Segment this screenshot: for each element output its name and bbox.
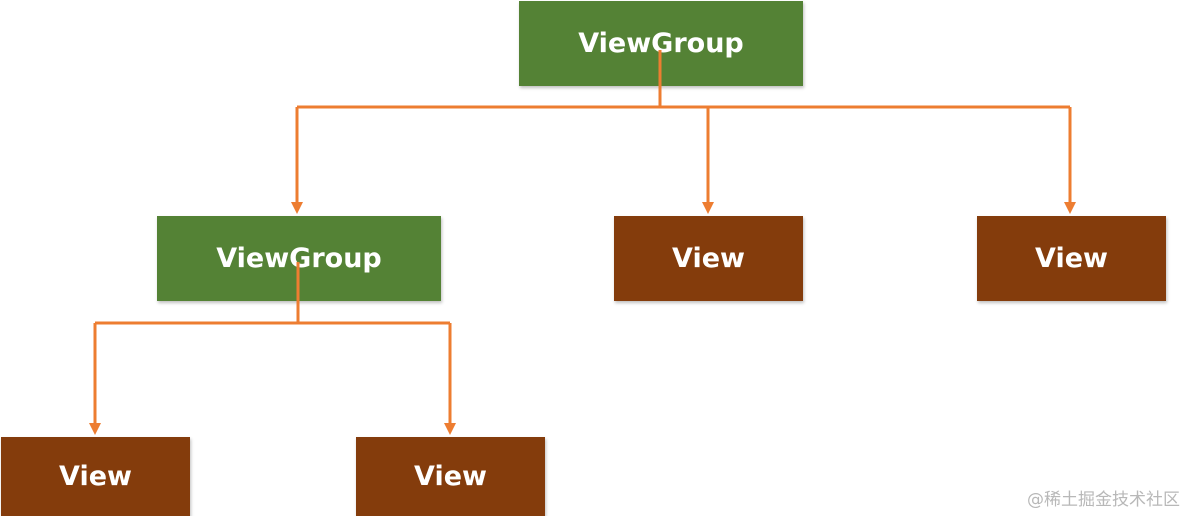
node-label: ViewGroup [578, 28, 744, 59]
node-label: View [414, 461, 487, 492]
arrow-to-group2 [291, 202, 303, 214]
node-viewgroup-child: ViewGroup [157, 216, 441, 301]
node-view-right: View [977, 216, 1166, 301]
node-viewgroup-root: ViewGroup [519, 1, 803, 86]
node-view-middle: View [614, 216, 803, 301]
arrow-to-view2 [1064, 202, 1076, 214]
watermark: @稀土掘金技术社区 [1027, 490, 1180, 510]
node-view-bottom-right: View [356, 437, 545, 516]
node-view-bottom-left: View [1, 437, 190, 516]
arrow-to-view4 [444, 423, 456, 435]
arrow-to-view3 [89, 423, 101, 435]
node-label: View [59, 461, 132, 492]
node-label: ViewGroup [216, 243, 382, 274]
arrow-to-view1 [702, 202, 714, 214]
node-label: View [1035, 243, 1108, 274]
node-label: View [672, 243, 745, 274]
